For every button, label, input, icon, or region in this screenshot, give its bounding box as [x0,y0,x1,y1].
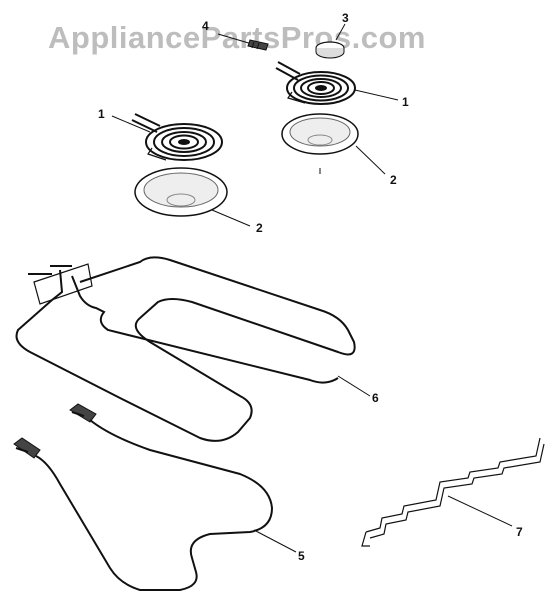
part-4-screw [217,33,269,51]
callout-6: 6 [372,391,379,405]
callout-5: 5 [298,549,305,563]
callout-3: 3 [342,11,349,25]
callout-1-left: 1 [98,107,105,121]
callout-7: 7 [516,525,523,539]
part-7-rail-bracket [361,437,545,547]
callout-2-left: 2 [256,221,263,235]
callout-1-right: 1 [402,95,409,109]
part-2-left-drip-pan [134,167,251,227]
part-5-broil-element [13,403,297,591]
part-3-cap [315,23,346,59]
part-1-left-coil-element [111,113,223,161]
watermark-text: AppliancePartsPros.com [48,20,426,55]
part-2-right-drip-pan [281,113,386,175]
part-6-bake-element [15,256,371,442]
callout-2-right: 2 [390,173,397,187]
part-1-right-coil-element [275,61,399,105]
callout-4: 4 [202,19,209,33]
